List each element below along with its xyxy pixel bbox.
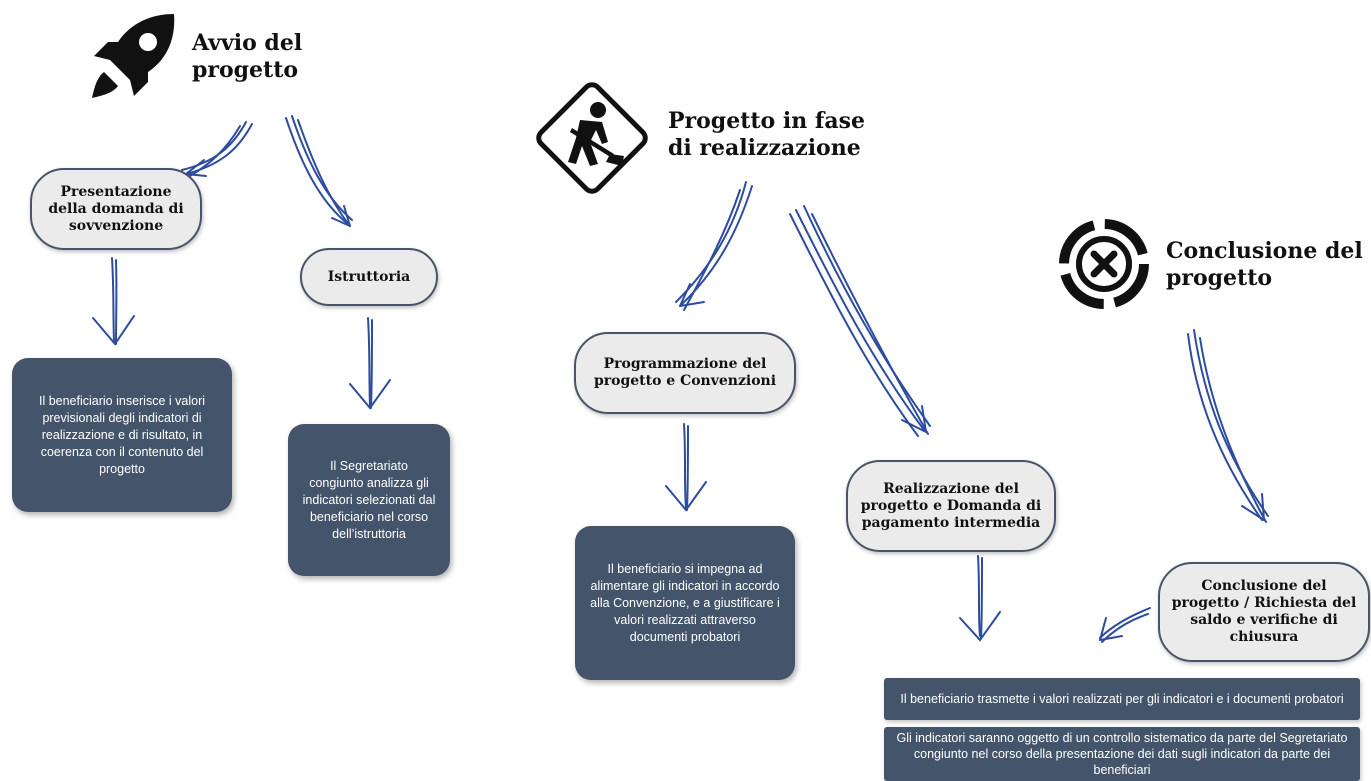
step-realizzazione: Realizzazione del progetto e Domanda di … (846, 460, 1056, 552)
phase-title-realizzazione-line2: di realizzazione (668, 135, 861, 161)
step-programmazione: Programmazione del progetto e Convenzion… (574, 332, 796, 414)
arrow-conclusione-to-step (1187, 329, 1269, 523)
arrow-presentazione-down (92, 257, 135, 346)
note-trasmissione: Il beneficiario trasmette i valori reali… (884, 678, 1360, 720)
phase-title-avvio: Avvio del progetto (192, 30, 302, 84)
phase-title-avvio-line1: Avvio del (192, 30, 303, 56)
phase-title-conclusione-line2: progetto (1166, 265, 1273, 291)
phase-title-realizzazione: Progetto in fase di realizzazione (668, 108, 865, 162)
phase-title-avvio-line2: progetto (192, 57, 299, 83)
description-presentazione: Il beneficiario inserisce i valori previ… (12, 358, 232, 512)
rocket-icon (88, 12, 178, 102)
close-circle-icon (1054, 214, 1154, 314)
construction-worker-sign-icon (526, 72, 658, 204)
step-conclusione: Conclusione del progetto / Richiesta del… (1158, 562, 1370, 662)
description-istruttoria: Il Segretariato congiunto analizza gli i… (288, 424, 450, 576)
phase-title-conclusione: Conclusione del progetto (1166, 238, 1363, 292)
arrow-avvio-to-presentazione (181, 121, 253, 177)
phase-title-realizzazione-line1: Progetto in fase (668, 108, 865, 134)
arrow-programmazione-down (665, 423, 707, 512)
arrow-istruttoria-down (349, 317, 391, 410)
arrow-realizzazione-to-realizzazione-step (789, 205, 931, 437)
arrow-conclusione-step-left (1099, 607, 1151, 643)
description-programmazione: Il beneficiario si impegna ad alimentare… (575, 526, 795, 680)
step-presentazione: Presentazione della domanda di sovvenzio… (30, 168, 202, 250)
phase-title-conclusione-line1: Conclusione del (1166, 238, 1363, 264)
arrow-realizzazione-to-programmazione (675, 181, 753, 311)
note-controllo: Gli indicatori saranno oggetto di un con… (884, 727, 1360, 781)
arrow-avvio-to-istruttoria (285, 115, 353, 227)
arrow-realizzazione-step-down (959, 555, 1001, 642)
step-istruttoria: Istruttoria (300, 248, 438, 306)
